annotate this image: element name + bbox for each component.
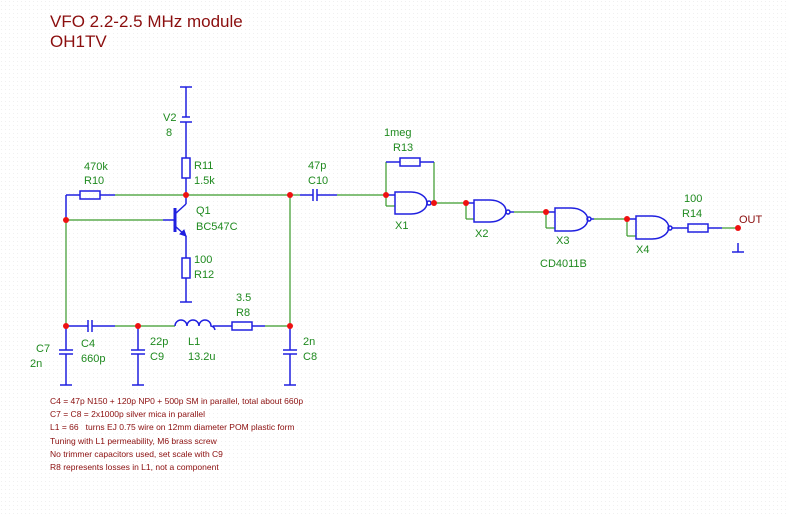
capacitor-c8[interactable] xyxy=(283,326,297,386)
capacitor-c7[interactable] xyxy=(59,326,73,386)
c4-ref: C4 xyxy=(81,338,95,350)
wires xyxy=(65,162,738,327)
r11-value: 1.5k xyxy=(194,175,215,187)
x3-ref: X3 xyxy=(556,235,569,247)
note-line: C7 = C8 = 2x1000p silver mica in paralle… xyxy=(50,409,205,419)
resistor-r14[interactable] xyxy=(687,223,722,233)
r12-value: 100 xyxy=(194,254,212,266)
r12-ref: R12 xyxy=(194,269,214,281)
resistor-r10[interactable] xyxy=(65,190,115,220)
note-line: C4 = 47p N150 + 120p NP0 + 500p SM in pa… xyxy=(50,396,303,406)
battery-v2[interactable] xyxy=(180,86,192,158)
r14-ref: R14 xyxy=(682,208,702,220)
c9-ref: C9 xyxy=(150,351,164,363)
v2-value: 8 xyxy=(166,127,172,139)
note-line: No trimmer capacitors used, set scale wi… xyxy=(50,449,223,459)
out-label: OUT xyxy=(739,214,763,226)
r8-ref: R8 xyxy=(236,307,250,319)
schematic-author: OH1TV xyxy=(50,32,107,51)
capacitor-c9[interactable] xyxy=(131,326,145,386)
c9-value: 22p xyxy=(150,336,168,348)
c10-value: 47p xyxy=(308,160,326,172)
capacitor-c4[interactable] xyxy=(66,320,115,332)
x4-ref: X4 xyxy=(636,244,649,256)
node-base xyxy=(63,217,69,223)
r10-value: 470k xyxy=(84,161,108,173)
r10-ref: R10 xyxy=(84,175,104,187)
x1-ref: X1 xyxy=(395,220,408,232)
resistor-r13[interactable] xyxy=(386,157,434,167)
r13-ref: R13 xyxy=(393,142,413,154)
node-c7 xyxy=(63,323,69,329)
r13-value: 1meg xyxy=(384,127,412,139)
node-x4-in xyxy=(624,216,630,222)
node-x2-in xyxy=(463,200,469,206)
nand-gate-x3[interactable] xyxy=(546,207,594,232)
node-c10-left xyxy=(287,192,293,198)
c8-ref: C8 xyxy=(303,351,317,363)
r8-value: 3.5 xyxy=(236,292,251,304)
node-out[interactable] xyxy=(735,225,741,231)
design-notes: C4 = 47p N150 + 120p NP0 + 500p SM in pa… xyxy=(50,396,303,472)
q1-ref: Q1 xyxy=(196,205,211,217)
node-c8 xyxy=(287,323,293,329)
x2-ref: X2 xyxy=(475,228,488,240)
c8-value: 2n xyxy=(303,336,315,348)
node-x1-out xyxy=(431,200,437,206)
c7-value: 2n xyxy=(30,358,42,370)
schematic-title: VFO 2.2-2.5 MHz module xyxy=(50,12,243,31)
note-line: L1 = 66 turns EJ 0.75 wire on 12mm diame… xyxy=(50,422,294,432)
c7-ref: C7 xyxy=(36,343,50,355)
q1-value: BC547C xyxy=(196,221,238,233)
node-collector xyxy=(183,192,189,198)
inductor-l1[interactable] xyxy=(174,319,232,331)
c4-value: 660p xyxy=(81,353,105,365)
note-line: R8 represents losses in L1, not a compon… xyxy=(50,462,219,472)
capacitor-c10[interactable] xyxy=(300,189,337,201)
resistor-r8[interactable] xyxy=(231,321,265,331)
node-x1-in xyxy=(383,192,389,198)
junction-nodes xyxy=(63,192,741,329)
c10-ref: C10 xyxy=(308,175,328,187)
v2-ref: V2 xyxy=(163,112,176,124)
l1-value: 13.2u xyxy=(188,351,216,363)
resistor-r12[interactable] xyxy=(180,257,192,303)
ground-icon xyxy=(732,243,744,253)
l1-ref: L1 xyxy=(188,336,200,348)
r14-value: 100 xyxy=(684,193,702,205)
note-line: Tuning with L1 permeability, M6 brass sc… xyxy=(50,436,218,446)
r11-ref: R11 xyxy=(194,160,213,172)
node-c9 xyxy=(135,323,141,329)
transistor-q1[interactable] xyxy=(163,195,187,258)
node-x3-in xyxy=(543,209,549,215)
ic-label: CD4011B xyxy=(540,258,587,270)
